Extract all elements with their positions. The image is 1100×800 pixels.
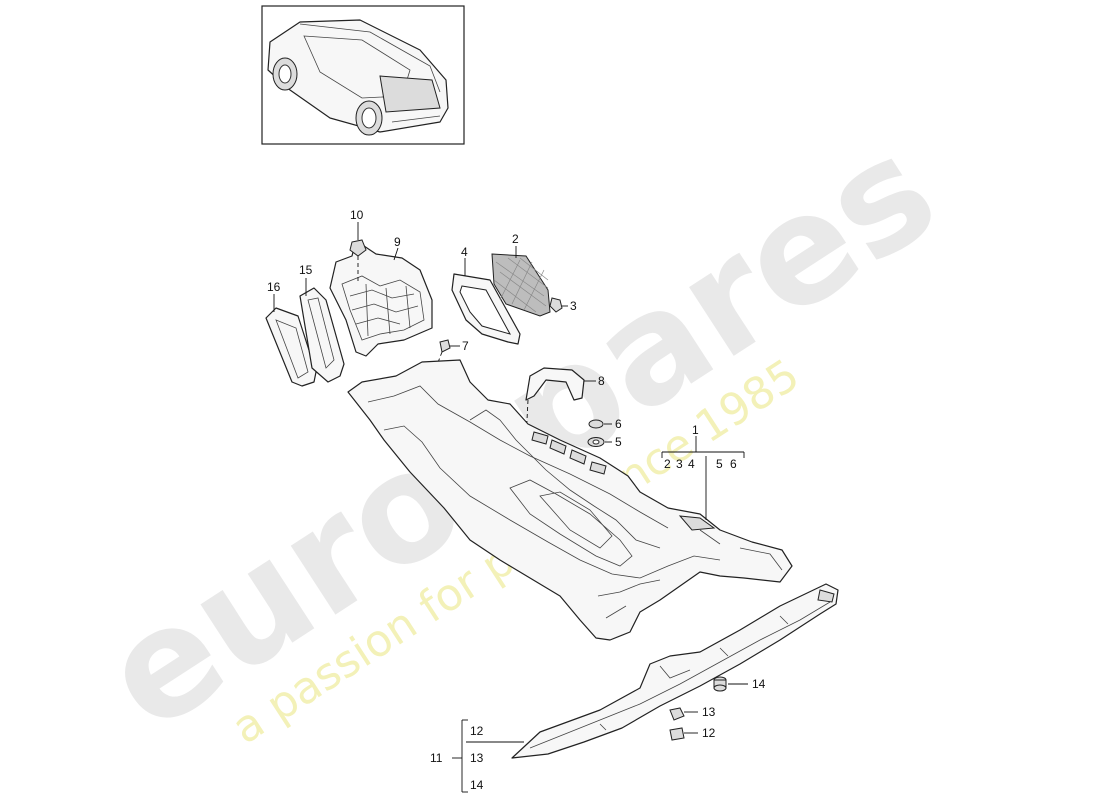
callout-8: 8 [598, 374, 605, 388]
part-1-floor-carpet [347, 359, 793, 641]
callout-15: 15 [299, 263, 313, 277]
part-12-clip [669, 727, 698, 741]
callout-9: 9 [394, 235, 401, 249]
part-10-nut [349, 222, 367, 284]
part-3-clip [549, 297, 568, 313]
callout-13-clip: 13 [702, 705, 716, 719]
callout-4: 4 [461, 245, 468, 259]
part-8-bracket [525, 367, 596, 441]
part-13-clip [669, 707, 698, 721]
part-5-grommet [587, 437, 612, 447]
callout-5: 5 [615, 435, 622, 449]
part-16-panel [265, 294, 317, 387]
car-icon [267, 19, 449, 136]
group-1-item-4: 4 [688, 457, 695, 471]
part-9-insulation [329, 245, 433, 357]
callout-2: 2 [512, 232, 519, 246]
group-1-item-5: 5 [716, 457, 723, 471]
callout-3: 3 [570, 299, 577, 313]
callout-7: 7 [462, 339, 469, 353]
group-1-bracket [661, 436, 745, 458]
part-14-plug [713, 676, 748, 692]
callout-10: 10 [350, 208, 364, 222]
part-15-panel [299, 278, 345, 383]
part-6-grommet [588, 419, 612, 429]
callout-12-clip: 12 [702, 726, 716, 740]
callout-1: 1 [692, 423, 699, 437]
group-1-item-3: 3 [676, 457, 683, 471]
part-4-frame [451, 258, 521, 345]
group-11-item-14: 14 [470, 778, 484, 792]
group-1-item-2: 2 [664, 457, 671, 471]
group-11-item-13: 13 [470, 751, 484, 765]
part-11-underbody-panel [466, 583, 839, 759]
vehicle-thumbnail [261, 5, 465, 145]
group-11-bracket [452, 719, 468, 793]
callout-6: 6 [615, 417, 622, 431]
callout-11: 11 [430, 751, 443, 765]
callout-16: 16 [267, 280, 281, 294]
group-1-item-6: 6 [730, 457, 737, 471]
part-2-mesh [491, 246, 551, 317]
callout-14-plug: 14 [752, 677, 766, 691]
group-11-item-12: 12 [470, 724, 484, 738]
